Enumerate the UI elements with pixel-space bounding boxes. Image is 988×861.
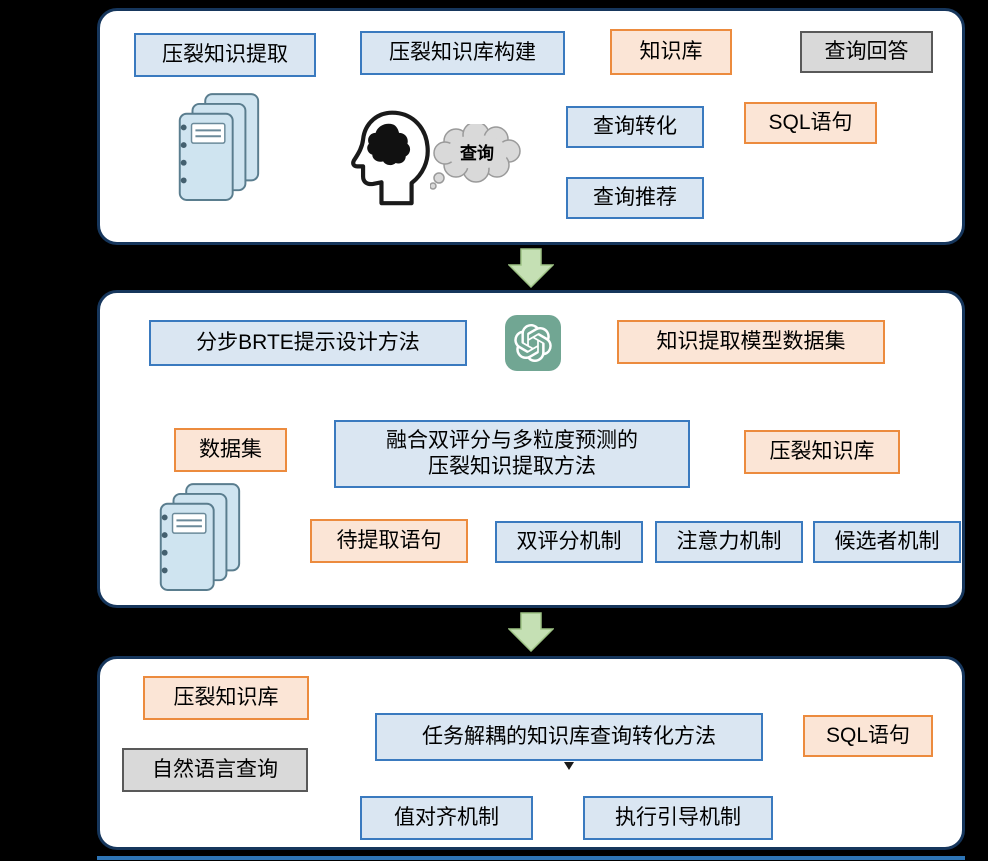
box-query-answer: 查询回答 [800, 31, 933, 73]
bottom-panel-query-conversion-method: 压裂知识库 任务解耦的知识库查询转化方法 SQL语句 自然语言查询 值对齐机制 … [97, 656, 965, 850]
box-candidate-mechanism: 候选者机制 [813, 521, 961, 563]
fusion-method-line2: 压裂知识提取方法 [428, 455, 596, 478]
box-value-alignment-mechanism: 值对齐机制 [360, 796, 533, 840]
box-fracturing-kb-bottom: 压裂知识库 [143, 676, 309, 720]
box-fusion-extraction-method: 融合双评分与多粒度预测的 压裂知识提取方法 [334, 420, 690, 488]
box-dual-scoring-mechanism: 双评分机制 [495, 521, 643, 563]
box-natural-language-query: 自然语言查询 [122, 748, 308, 792]
middle-panel-extraction-method: 分步BRTE提示设计方法 知识提取模型数据集 数据集 融合双评分与多粒度预测的 … [97, 290, 965, 608]
box-task-decoupled-query-conversion: 任务解耦的知识库查询转化方法 [375, 713, 763, 761]
document-stack-icon-middle [149, 481, 247, 599]
box-sql-statement-top: SQL语句 [744, 102, 877, 144]
box-sentences-to-extract: 待提取语句 [310, 519, 468, 563]
box-attention-mechanism: 注意力机制 [655, 521, 803, 563]
thinking-head-icon [343, 101, 435, 215]
bottom-divider-line [97, 856, 965, 860]
openai-logo-icon [505, 315, 561, 371]
down-arrow-icon-2 [507, 612, 555, 657]
box-knowledge-base: 知识库 [610, 29, 732, 75]
box-fracturing-knowledge-extraction: 压裂知识提取 [134, 33, 316, 77]
box-brte-prompt-method: 分步BRTE提示设计方法 [149, 320, 467, 366]
thought-cloud-icon: 查询 [429, 121, 522, 192]
thought-cloud-label: 查询 [459, 143, 494, 163]
box-knowledge-extraction-model-dataset: 知识提取模型数据集 [617, 320, 885, 364]
box-query-conversion: 查询转化 [566, 106, 704, 148]
box-query-recommendation: 查询推荐 [566, 177, 704, 219]
box-sql-statement-bottom: SQL语句 [803, 715, 933, 757]
connector-arrowhead-icon [564, 762, 574, 770]
box-execution-guidance-mechanism: 执行引导机制 [583, 796, 773, 840]
box-dataset: 数据集 [174, 428, 287, 472]
box-fracturing-kb-construction: 压裂知识库构建 [360, 31, 565, 75]
top-panel-knowledge-system: 压裂知识提取 压裂知识库构建 知识库 查询回答 [97, 8, 965, 245]
fusion-method-line1: 融合双评分与多粒度预测的 [386, 428, 638, 452]
down-arrow-icon-1 [507, 248, 555, 293]
document-stack-icon [168, 91, 266, 209]
box-fracturing-kb-middle: 压裂知识库 [744, 430, 900, 474]
